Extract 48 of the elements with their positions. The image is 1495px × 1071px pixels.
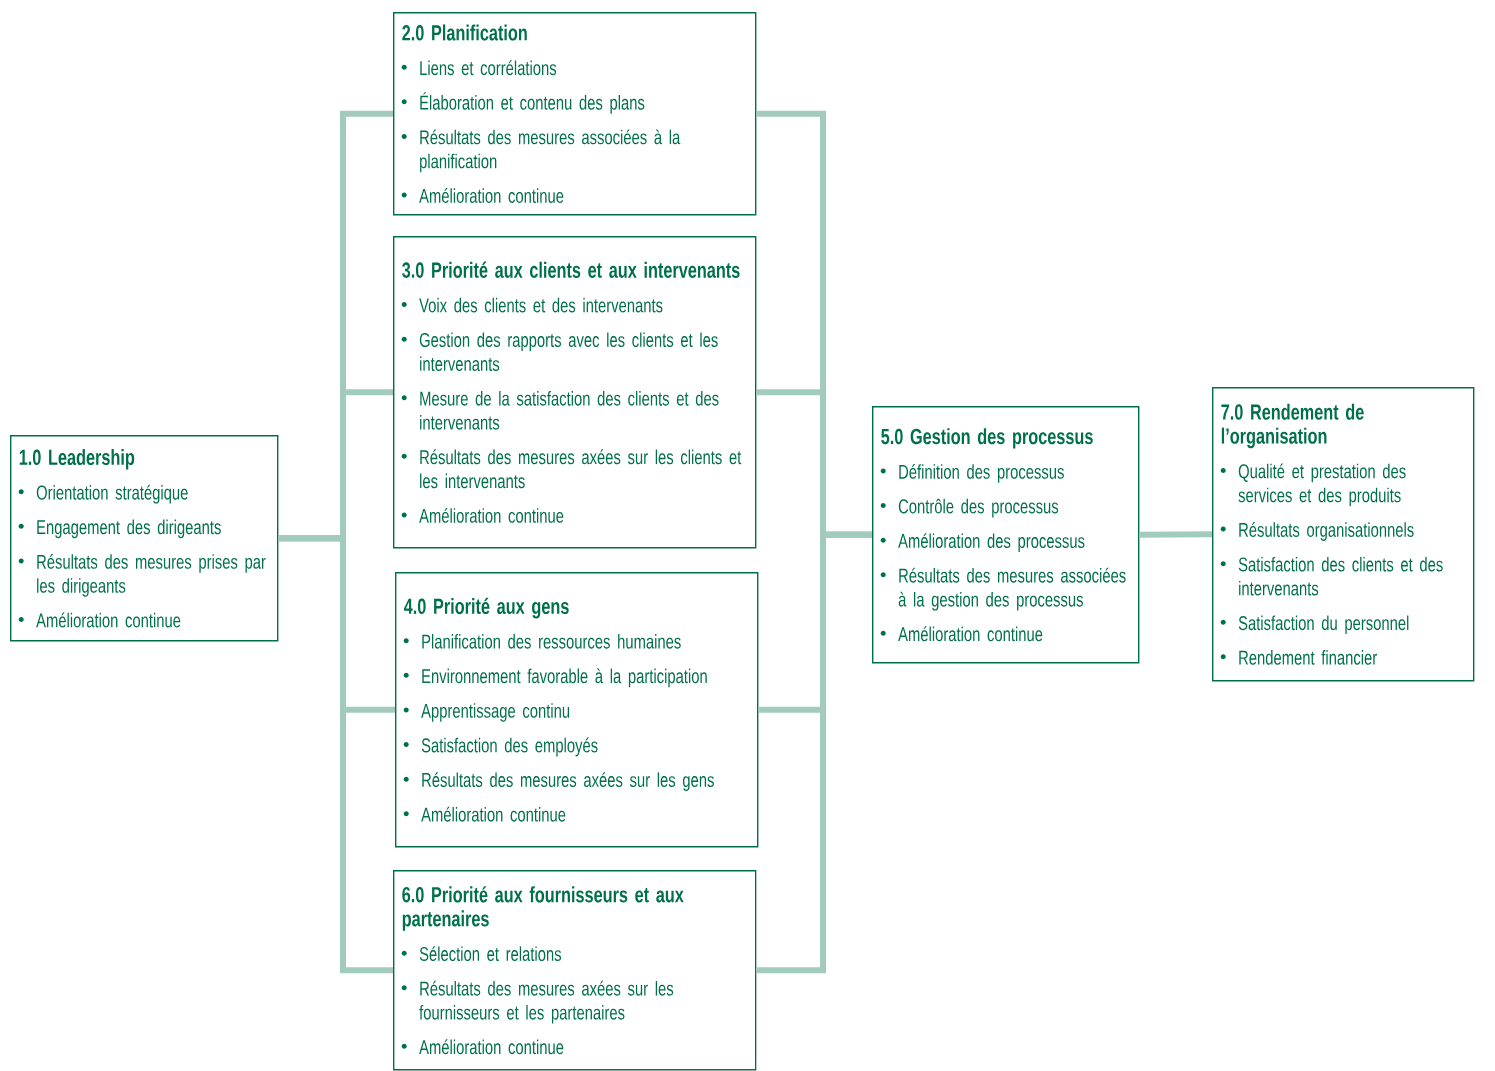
list-item: Résultats des mesures axées sur les gens (403, 772, 714, 791)
list-item: Amélioration continue (401, 1039, 564, 1055)
heading: 7.0 Rendement de l’organisation (1221, 403, 1364, 449)
list-item: Résultats des mesures axées sur les clients et les intervenants (401, 449, 742, 489)
list-item: Amélioration continue (401, 188, 564, 203)
list-item: Satisfaction des clients et des intervenants (1220, 556, 1443, 596)
list-item: Rendement financier (1220, 650, 1377, 665)
list-item: Définition des processus (880, 463, 1064, 483)
criteria-box (395, 572, 759, 848)
heading: 3.0 Priorité aux clients et aux intervenants (402, 261, 740, 278)
heading: 1.0 Leadership (19, 448, 135, 470)
list-item: Voix des clients et des intervenants (401, 297, 663, 313)
list-item: Gestion des rapports avec les clients et les intervenants (401, 332, 718, 372)
list-item: Résultats des mesures associées à la planification (401, 129, 681, 173)
list-item: Amélioration des processus (880, 533, 1085, 552)
criteria-box (393, 870, 757, 1071)
criteria-box (393, 12, 757, 216)
list-item: Qualité et prestation des services et des produits (1220, 463, 1406, 507)
list-item: Résultats des mesures axées sur les fournisseurs et les partenaires (401, 980, 674, 1024)
list-item: Environnement favorable à la participation (403, 668, 707, 688)
list-item: Engagement des dirigeants (18, 519, 221, 539)
criteria-box (10, 435, 279, 642)
list-item: Résultats des mesures prises par les dirigeants (18, 553, 266, 597)
list-item: Contrôle des processus (880, 498, 1059, 518)
list-item: Résultats organisationnels (1220, 522, 1414, 541)
list-item: Apprentissage continu (403, 703, 570, 722)
list-item: Amélioration continue (403, 806, 566, 822)
connector-line (756, 531, 872, 974)
list-item: Satisfaction des employés (403, 737, 598, 757)
heading: 4.0 Priorité aux gens (403, 597, 569, 619)
heading: 5.0 Gestion des processus (881, 428, 1093, 449)
criteria-box (393, 236, 757, 549)
list-item: Sélection et relations (401, 946, 562, 962)
criteria-box (1212, 387, 1475, 682)
heading: 2.0 Planification (402, 24, 527, 41)
list-item: Élaboration et contenu des plans (401, 92, 645, 114)
list-item: Mesure de la satisfaction des clients et des intervenants (401, 391, 719, 430)
list-item: Liens et corrélations (401, 60, 557, 76)
list-item: Amélioration continue (18, 612, 181, 628)
heading: 6.0 Priorité aux fournisseurs et aux partenaires (402, 886, 684, 931)
criteria-box (872, 406, 1140, 664)
connector-line (1139, 531, 1213, 538)
list-item: Orientation stratégique (18, 484, 188, 504)
list-item: Amélioration continue (401, 507, 564, 523)
list-item: Résultats des mesures associées à la gestion des processus (880, 567, 1126, 611)
list-item: Planification des ressources humaines (403, 634, 681, 649)
list-item: Satisfaction du personnel (1220, 615, 1409, 635)
list-item: Amélioration continue (880, 626, 1043, 642)
